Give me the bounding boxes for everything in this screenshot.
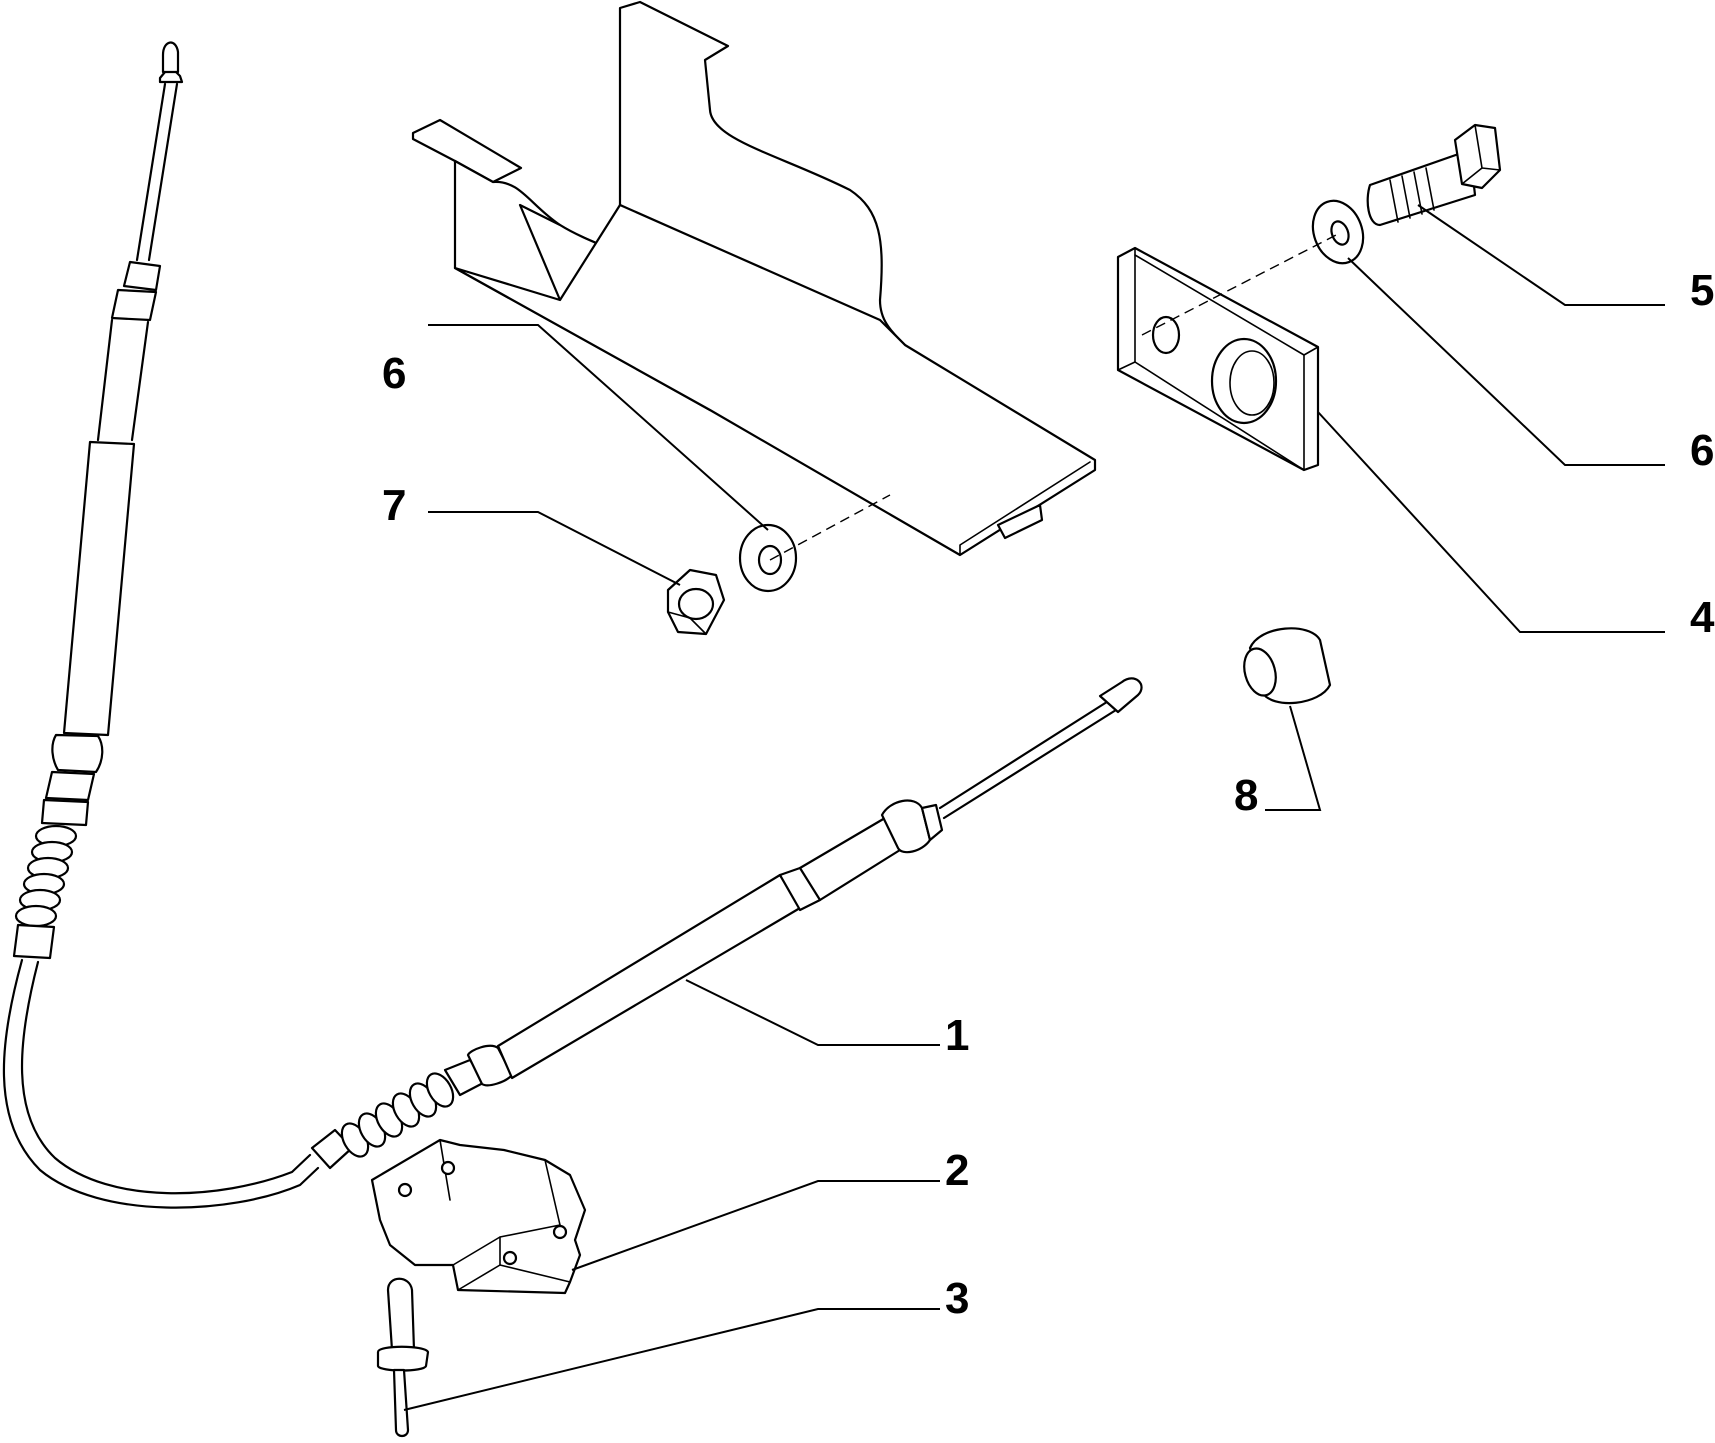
cable-guide-bracket xyxy=(370,1138,587,1295)
callout-3: 3 xyxy=(945,1274,969,1323)
rivet xyxy=(376,1277,430,1438)
bushing xyxy=(1243,627,1332,705)
callout-2: 2 xyxy=(945,1146,969,1195)
assembly-axis-upper xyxy=(1141,232,1341,336)
callout-6-right: 6 xyxy=(1690,426,1714,475)
callout-5: 5 xyxy=(1690,266,1714,315)
reinforcement-plate xyxy=(1116,246,1320,472)
callout-4: 4 xyxy=(1690,593,1715,642)
floor-pan-bracket xyxy=(411,0,1097,557)
hex-nut xyxy=(666,568,726,636)
callout-1: 1 xyxy=(945,1011,969,1060)
callout-6-left: 6 xyxy=(382,349,406,398)
callout-7: 7 xyxy=(382,481,406,530)
assembly-axis-lower xyxy=(769,494,891,561)
callout-numbers: 5 6 4 6 7 8 1 2 3 xyxy=(382,266,1715,1323)
washer-upper xyxy=(1311,199,1365,265)
handbrake-cable xyxy=(2,41,1143,1209)
hex-bolt xyxy=(1366,123,1502,227)
leader-lines xyxy=(403,204,1665,1411)
callout-8: 8 xyxy=(1234,771,1258,820)
washer-lower xyxy=(738,523,798,593)
